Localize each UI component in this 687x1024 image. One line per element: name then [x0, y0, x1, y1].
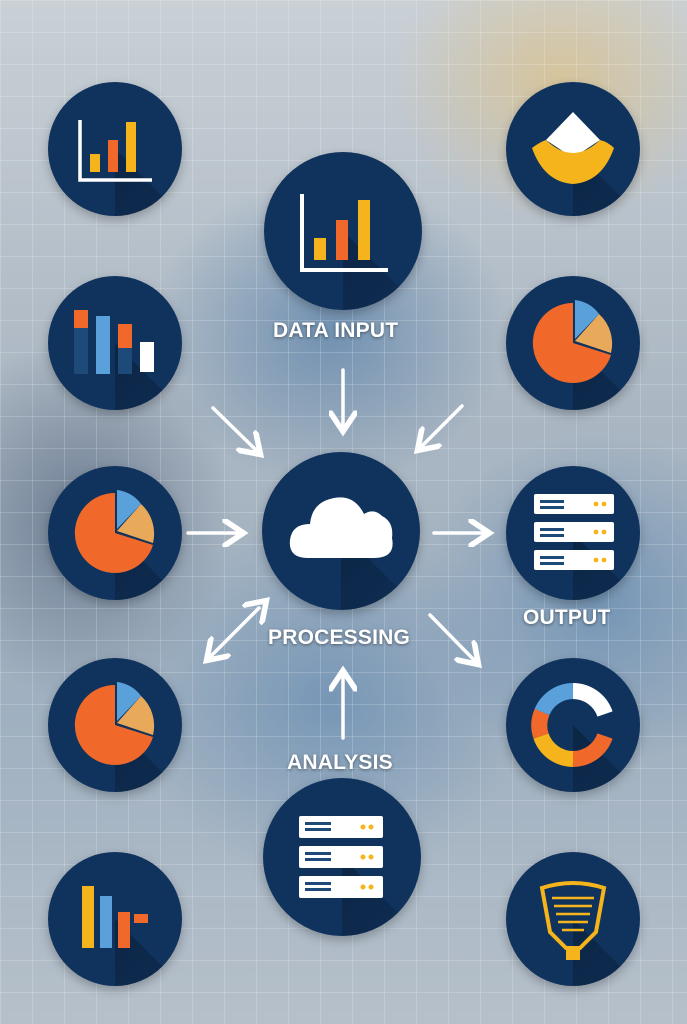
- output-node[interactable]: [506, 466, 640, 600]
- lightbulb-icon: [539, 881, 607, 960]
- cloud-icon: [289, 497, 393, 558]
- server-icon: [299, 816, 383, 898]
- output-label: OUTPUT: [523, 606, 611, 629]
- column-chart-node[interactable]: [48, 276, 182, 410]
- bar-chart-icon: [78, 120, 152, 182]
- donut-chart-icon: [531, 683, 613, 767]
- lightbulb-node[interactable]: [506, 852, 640, 986]
- analysis-label: ANALYSIS: [287, 751, 393, 774]
- diamond-node[interactable]: [506, 82, 640, 216]
- data-input-label: DATA INPUT: [273, 319, 399, 342]
- processing-label: PROCESSING: [268, 626, 411, 649]
- pie-chart-node-left-1[interactable]: [48, 466, 182, 600]
- arrow-bottomleft-double: [209, 608, 259, 658]
- donut-chart-node[interactable]: [506, 658, 640, 792]
- pie-chart-node-left-2[interactable]: [48, 658, 182, 792]
- arrow-topright-diag: [420, 404, 464, 448]
- server-icon: [534, 494, 614, 570]
- analysis-node[interactable]: [263, 778, 421, 936]
- bar-chart-icon: [300, 194, 388, 272]
- pie-chart-icon: [532, 300, 613, 383]
- column-chart-icon: [74, 310, 154, 374]
- data-input-node[interactable]: [264, 152, 422, 310]
- pie-chart-icon: [74, 490, 155, 573]
- pie-chart-node-right[interactable]: [506, 276, 640, 410]
- bar-chart-node[interactable]: [48, 82, 182, 216]
- bar-chart-node-bottom[interactable]: [48, 852, 182, 986]
- bar-chart-icon: [82, 886, 148, 948]
- diamond-icon: [532, 112, 614, 184]
- pie-chart-icon: [74, 682, 155, 765]
- arrow-bottomright-diag: [428, 613, 476, 662]
- arrow-topleft-diag: [211, 406, 258, 452]
- processing-node[interactable]: [262, 452, 420, 610]
